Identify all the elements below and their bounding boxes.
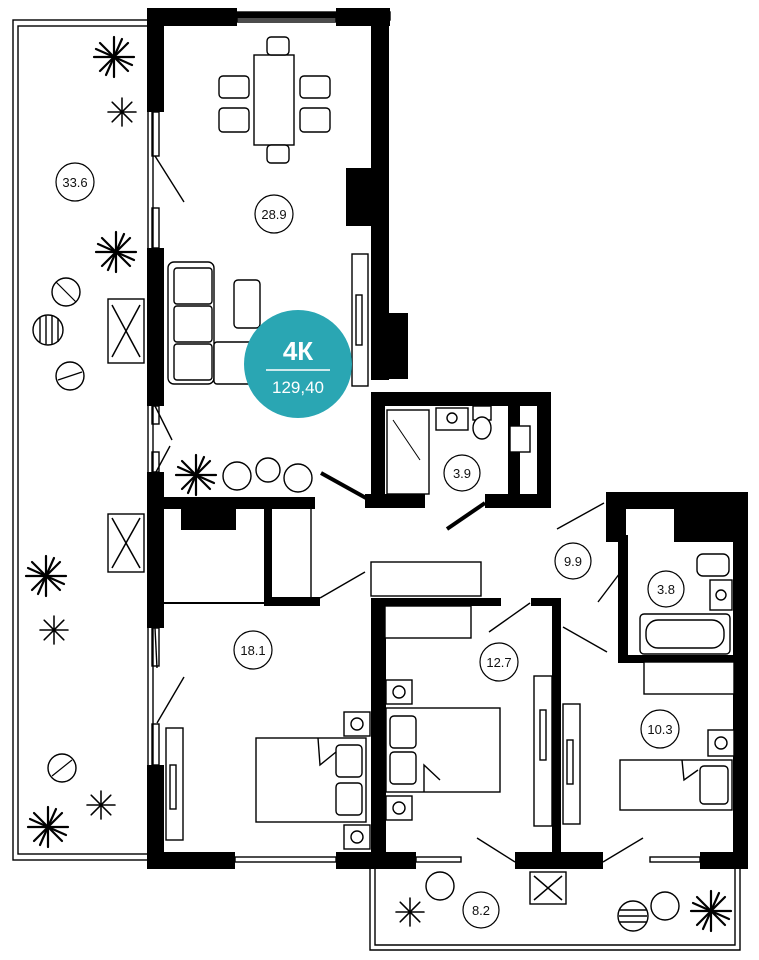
room-area-label: 9.9: [554, 542, 592, 580]
tv-wall-unit: [351, 253, 369, 387]
plant-icon: [92, 35, 136, 79]
room-area-label: 8.2: [462, 891, 500, 929]
doors: [154, 155, 644, 863]
sofa: [167, 261, 261, 385]
svg-text:28.9: 28.9: [261, 207, 286, 222]
room-area-label: 3.9: [443, 454, 481, 492]
plant-icon: [107, 97, 137, 127]
bathroom-1-fixtures: [386, 405, 531, 495]
balcony-outline: [369, 860, 741, 951]
walls: [147, 8, 748, 869]
apartment-type: 4К: [283, 336, 313, 366]
room-area-label: 3.8: [647, 570, 685, 608]
plants: [24, 35, 733, 933]
plant-icon: [86, 790, 116, 820]
svg-text:3.8: 3.8: [657, 582, 675, 597]
svg-text:9.9: 9.9: [564, 554, 582, 569]
plant-icon: [395, 897, 425, 927]
room-area-label: 33.6: [55, 162, 95, 202]
svg-text:12.7: 12.7: [486, 655, 511, 670]
room-labels: 33.6 28.9 3.9 9.9 3.8 18.1 12.7 10.3: [55, 162, 685, 929]
apartment-badge: 4К 129,40: [244, 310, 352, 418]
svg-text:18.1: 18.1: [240, 643, 265, 658]
terrace-furniture: [32, 277, 680, 932]
ventilation-shaft: [107, 298, 567, 905]
bedroom-3-furniture: [562, 661, 735, 825]
windows: [151, 17, 701, 863]
bedroom-1-furniture: [165, 711, 371, 850]
plant-icon: [26, 805, 70, 849]
plant-icon: [94, 230, 138, 274]
room-area-label: 28.9: [254, 194, 294, 234]
svg-text:33.6: 33.6: [62, 175, 87, 190]
plant-icon: [39, 615, 69, 645]
svg-text:10.3: 10.3: [647, 722, 672, 737]
room-area-label: 18.1: [233, 630, 273, 670]
svg-text:8.2: 8.2: [472, 903, 490, 918]
apartment-total-area: 129,40: [272, 378, 324, 397]
room-area-label: 12.7: [479, 642, 519, 682]
plant-icon: [689, 889, 733, 933]
bathroom-2-fixtures: [639, 553, 733, 655]
dining-table-set: [218, 36, 331, 164]
plant-icon: [174, 453, 218, 497]
terrace-outline: [12, 11, 391, 861]
svg-text:3.9: 3.9: [453, 466, 471, 481]
plant-icon: [24, 554, 68, 598]
room-area-label: 10.3: [640, 709, 680, 749]
bedroom-2-furniture: [385, 675, 553, 827]
hall-cabinet: [370, 561, 482, 639]
